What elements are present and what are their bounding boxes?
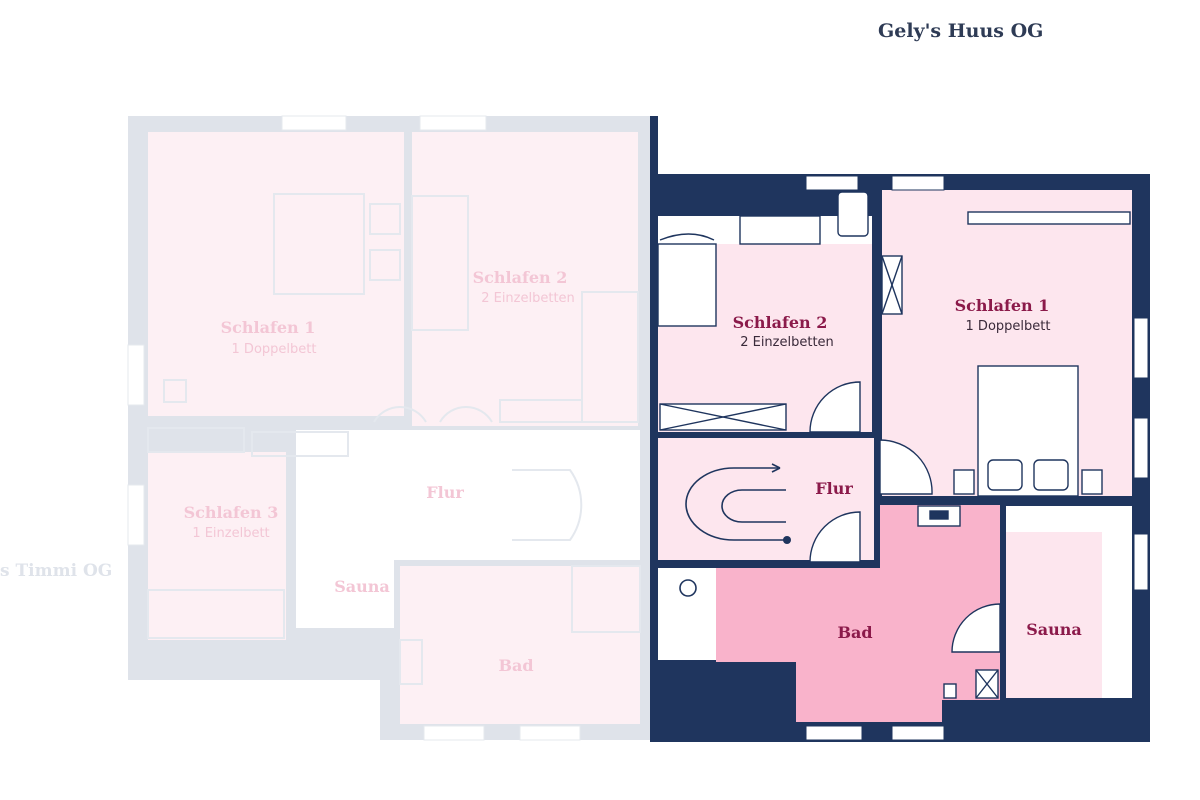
right-windows [805, 175, 1149, 741]
flur-label: Flur [815, 479, 853, 498]
left-schlafen2-label: Schlafen 2 [473, 268, 568, 287]
bad-label: Bad [837, 623, 872, 642]
sauna-label: Sauna [1026, 620, 1082, 639]
schlafen2-label: Schlafen 2 [733, 313, 828, 332]
right-furniture [657, 191, 1131, 699]
left-room-schlafen1 [148, 132, 404, 416]
left-schlafen3-detail: 1 Einzelbett [192, 526, 269, 541]
schlafen2-detail: 2 Einzelbetten [740, 335, 834, 350]
left-windows [127, 115, 581, 741]
left-room-bad [400, 566, 640, 724]
staircase [685, 463, 786, 541]
right-plan-wall-stub [650, 116, 658, 176]
page-title: Gely's Huus OG [878, 20, 1044, 42]
shower-drain [679, 579, 697, 597]
left-room-sauna [296, 540, 394, 628]
sauna-bench-top [1006, 506, 1132, 532]
left-schlafen1-label: Schlafen 1 [221, 318, 316, 337]
left-schlafen2-detail: 2 Einzelbetten [481, 291, 575, 306]
schlafen1-detail: 1 Doppelbett [966, 319, 1051, 334]
left-sauna-label: Sauna [334, 577, 390, 596]
schlafen1-label: Schlafen 1 [955, 296, 1050, 315]
sauna-bench-side [1102, 532, 1132, 698]
right-floor-plan: Schlafen 2 2 Einzelbetten Schlafen 1 1 D… [650, 116, 1150, 742]
stair-marker [783, 536, 791, 544]
room-bad [716, 505, 1000, 722]
left-floor-plan: Schlafen 1 1 Doppelbett Schlafen 2 2 Ein… [0, 115, 650, 741]
left-room-flur [296, 430, 640, 560]
left-room-schlafen2 [412, 132, 638, 426]
door-swings [809, 381, 1001, 653]
left-bad-label: Bad [498, 656, 533, 675]
single-bed-1 [657, 243, 717, 327]
left-room-schlafen3 [148, 452, 286, 640]
left-schlafen1-detail: 1 Doppelbett [232, 342, 317, 357]
left-unit-label: s Timmi OG [0, 561, 112, 581]
wardrobe-schlafen1 [967, 211, 1131, 225]
left-furniture [147, 193, 641, 685]
left-schlafen3-label: Schlafen 3 [184, 503, 279, 522]
left-flur-label: Flur [426, 483, 464, 502]
